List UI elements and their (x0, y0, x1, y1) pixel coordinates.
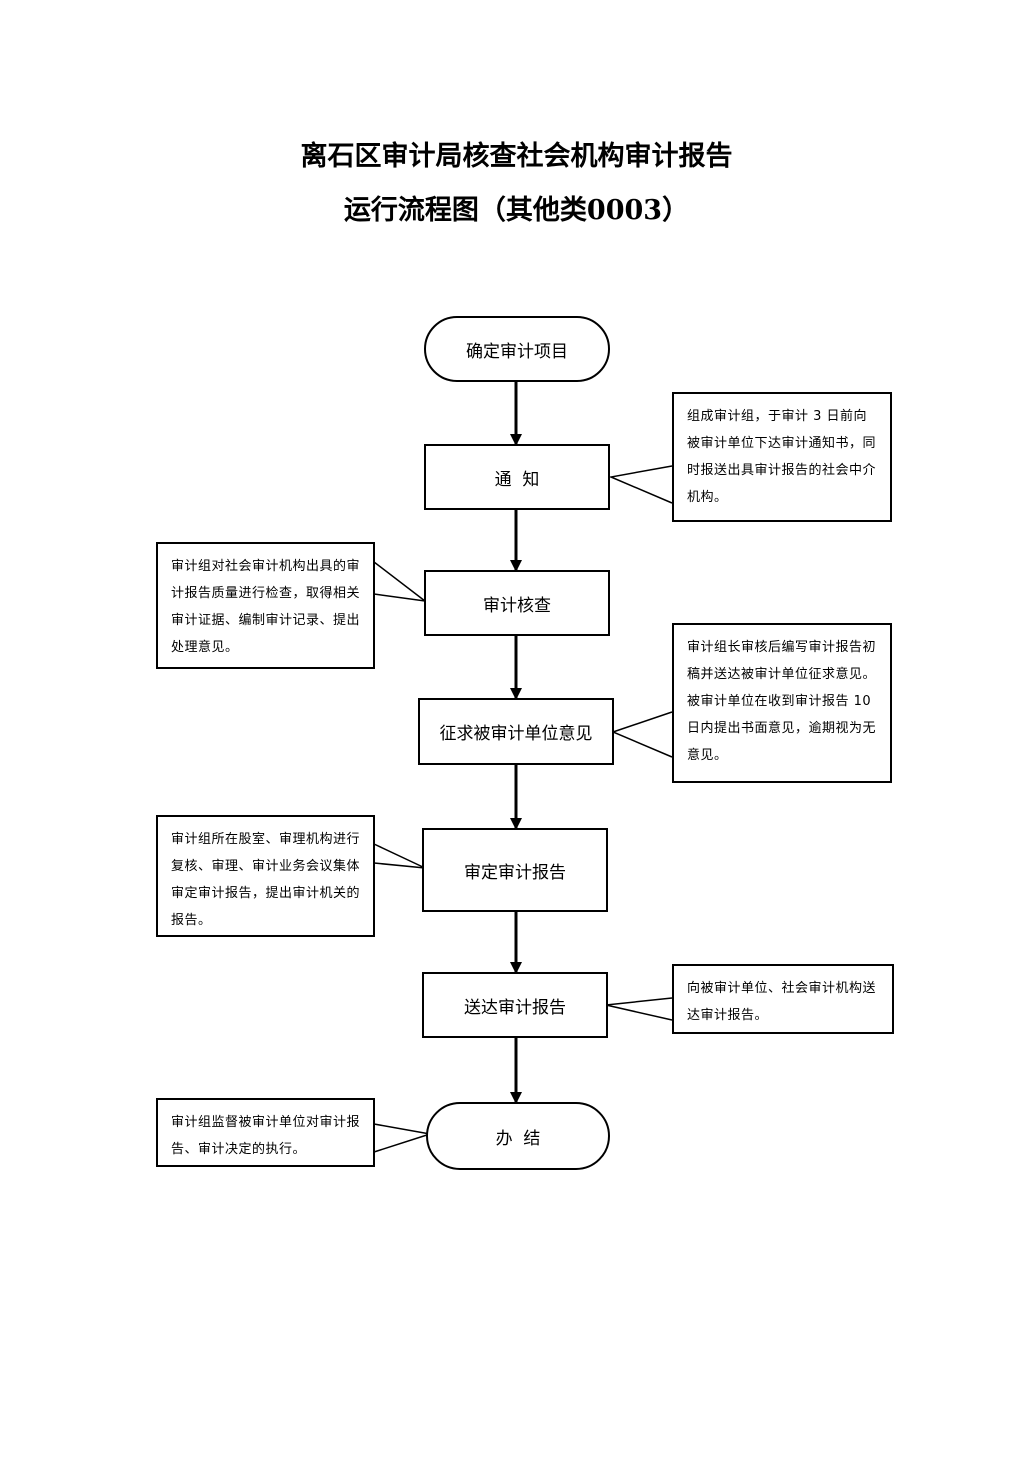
step-audit-check: 审计核查 (424, 570, 610, 636)
page-title: 离石区审计局核查社会机构审计报告 (300, 141, 733, 172)
step-approve-report: 审定审计报告 (422, 828, 608, 912)
step-deliver-report: 送达审计报告 (422, 972, 608, 1038)
step-end: 办 结 (426, 1102, 610, 1170)
page-subtitle: 运行流程图（其他类0003） (343, 195, 690, 226)
callout-connector (608, 465, 673, 504)
step-start: 确定审计项目 (424, 316, 610, 382)
step-notify: 通 知 (424, 444, 610, 510)
step-solicit-opinion: 征求被审计单位意见 (418, 698, 614, 765)
callout-connector (610, 711, 673, 758)
step-label: 办 结 (495, 1128, 541, 1149)
callout-connector (373, 1123, 431, 1153)
step-label: 确定审计项目 (466, 341, 568, 362)
callout-connector (373, 843, 426, 869)
note-solicit-opinion: 审计组长审核后编写审计报告初稿并送达被审计单位征求意见。被审计单位在收到审计报告… (672, 623, 892, 783)
step-label: 送达审计报告 (464, 997, 566, 1018)
callout-connector (605, 997, 673, 1021)
note-end: 审计组监督被审计单位对审计报告、审计决定的执行。 (156, 1098, 375, 1167)
note-notify: 组成审计组，于审计 3 日前向被审计单位下达审计通知书，同时报送出具审计报告的社… (672, 392, 892, 522)
callout-connector (373, 561, 428, 603)
step-label: 征求被审计单位意见 (439, 724, 593, 744)
step-label: 审定审计报告 (464, 862, 566, 883)
note-audit-check: 审计组对社会审计机构出具的审计报告质量进行检查，取得相关审计证据、编制审计记录、… (156, 542, 375, 669)
step-label: 通 知 (494, 469, 540, 490)
note-deliver-report: 向被审计单位、社会审计机构送达审计报告。 (672, 964, 894, 1034)
step-label: 审计核查 (483, 595, 551, 616)
note-approve-report: 审计组所在股室、审理机构进行复核、审理、审计业务会议集体审定审计报告，提出审计机… (156, 815, 375, 937)
